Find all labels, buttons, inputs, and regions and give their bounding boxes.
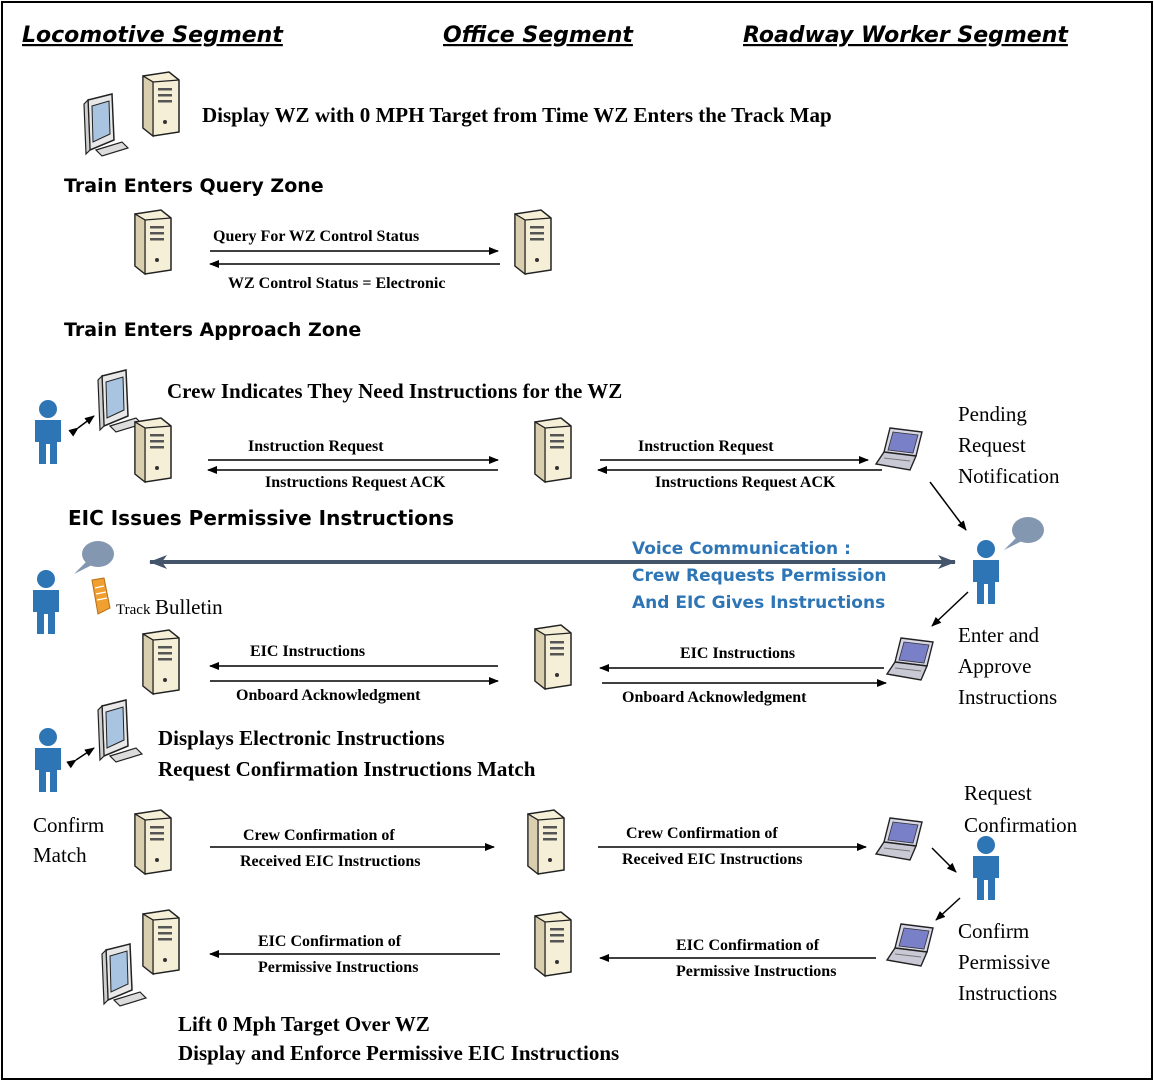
msg-eic-conf-2-left: Permissive Instructions bbox=[258, 959, 418, 976]
server-icon bbox=[534, 624, 572, 690]
label-confirm-perm-2: Permissive bbox=[958, 950, 1050, 974]
label-request-conf-2: Confirmation bbox=[964, 813, 1078, 837]
step-lift-2: Display and Enforce Permissive EIC Instr… bbox=[178, 1041, 619, 1065]
msg-eic-conf-1-right: EIC Confirmation of bbox=[676, 937, 820, 954]
server-icon bbox=[134, 417, 172, 483]
msg-query-for: Query For WZ Control Status bbox=[213, 228, 419, 245]
server-icon bbox=[534, 911, 572, 977]
server-icon bbox=[142, 909, 180, 975]
msg-instr-ack-right: Instructions Request ACK bbox=[655, 474, 836, 491]
server-icon bbox=[142, 629, 180, 695]
msg-crew-conf-1-left: Crew Confirmation of bbox=[243, 827, 395, 844]
monitor-icon bbox=[83, 93, 129, 157]
header-office: Office Segment bbox=[443, 23, 634, 48]
step-display-wz: Display WZ with 0 MPH Target from Time W… bbox=[202, 103, 832, 127]
msg-crew-conf-2-right: Received EIC Instructions bbox=[622, 851, 802, 868]
msg-eic-conf-1-left: EIC Confirmation of bbox=[258, 933, 402, 950]
label-enter-3: Instructions bbox=[958, 685, 1057, 709]
server-icon bbox=[527, 809, 565, 875]
person-icon bbox=[973, 836, 999, 900]
step-displays-2: Request Confirmation Instructions Match bbox=[158, 757, 536, 781]
step-crew-indicates: Crew Indicates They Need Instructions fo… bbox=[167, 379, 622, 403]
msg-eic-instr-right: EIC Instructions bbox=[680, 645, 795, 662]
msg-eic-conf-2-right: Permissive Instructions bbox=[676, 963, 836, 980]
person-icon bbox=[33, 570, 59, 634]
label-enter-1: Enter and bbox=[958, 623, 1040, 647]
arrow-eic-to-laptop-2 bbox=[935, 897, 961, 921]
step-displays-1: Displays Electronic Instructions bbox=[158, 726, 445, 750]
monitor-icon bbox=[101, 943, 147, 1007]
msg-onboard-ack-right: Onboard Acknowledgment bbox=[622, 689, 807, 706]
label-bulletin: Bulletin bbox=[155, 595, 223, 619]
server-icon bbox=[534, 417, 572, 483]
person-icon bbox=[35, 400, 61, 464]
server-icon bbox=[134, 809, 172, 875]
label-pending-1: Pending bbox=[958, 402, 1027, 426]
label-request-conf-1: Request bbox=[964, 781, 1032, 805]
person-icon bbox=[973, 540, 999, 604]
arrow-pending-to-eic bbox=[929, 481, 967, 531]
msg-instr-req-left: Instruction Request bbox=[248, 438, 384, 455]
step-eic-issues: EIC Issues Permissive Instructions bbox=[68, 506, 454, 530]
voice-line-3: And EIC Gives Instructions bbox=[632, 593, 885, 613]
msg-crew-conf-2-left: Received EIC Instructions bbox=[240, 853, 420, 870]
label-enter-2: Approve bbox=[958, 654, 1031, 678]
header-locomotive: Locomotive Segment bbox=[22, 23, 284, 48]
speech-bubble-icon bbox=[1004, 517, 1044, 550]
step-approach-zone: Train Enters Approach Zone bbox=[64, 319, 361, 341]
msg-eic-instr-left: EIC Instructions bbox=[250, 643, 365, 660]
arrow-laptop-to-eic bbox=[931, 847, 957, 873]
label-confirm-match-2: Match bbox=[33, 843, 87, 867]
speech-bubble-icon bbox=[74, 541, 114, 574]
voice-line-1: Voice Communication : bbox=[632, 539, 851, 559]
label-track: Track bbox=[116, 602, 151, 618]
msg-instr-req-right: Instruction Request bbox=[638, 438, 774, 455]
arrow-crew-monitor bbox=[68, 415, 95, 437]
header-roadway: Roadway Worker Segment bbox=[743, 23, 1069, 48]
label-confirm-perm-1: Confirm bbox=[958, 919, 1029, 943]
step-lift-1: Lift 0 Mph Target Over WZ bbox=[178, 1012, 430, 1036]
server-icon bbox=[134, 209, 172, 275]
monitor-icon bbox=[97, 699, 143, 763]
msg-control-status: WZ Control Status = Electronic bbox=[228, 275, 445, 292]
label-confirm-match-1: Confirm bbox=[33, 813, 104, 837]
label-pending-3: Notification bbox=[958, 464, 1060, 488]
person-icon bbox=[35, 728, 61, 792]
label-pending-2: Request bbox=[958, 433, 1026, 457]
msg-crew-conf-1-right: Crew Confirmation of bbox=[626, 825, 778, 842]
msg-instr-ack-left: Instructions Request ACK bbox=[265, 474, 446, 491]
arrow-crew-monitor-2 bbox=[66, 747, 95, 769]
server-icon bbox=[514, 209, 552, 275]
laptop-icon bbox=[875, 817, 923, 861]
scroll-icon bbox=[91, 577, 111, 615]
arrow-eic-to-laptop bbox=[931, 591, 969, 627]
label-confirm-perm-3: Instructions bbox=[958, 981, 1057, 1005]
laptop-icon bbox=[875, 427, 923, 471]
laptop-icon bbox=[886, 637, 934, 681]
msg-onboard-ack-left: Onboard Acknowledgment bbox=[236, 687, 421, 704]
server-icon bbox=[142, 71, 180, 137]
step-query-zone: Train Enters Query Zone bbox=[64, 175, 324, 197]
laptop-icon bbox=[886, 923, 934, 967]
voice-line-2: Crew Requests Permission bbox=[632, 566, 886, 586]
